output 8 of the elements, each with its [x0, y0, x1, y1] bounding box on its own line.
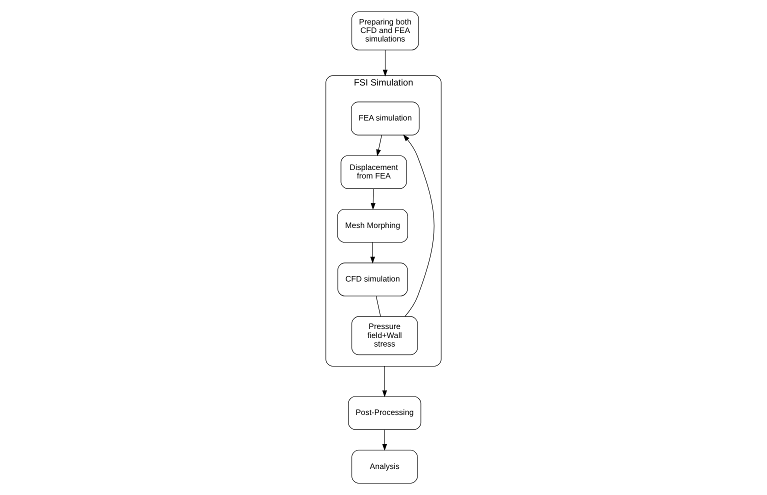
arrow — [403, 134, 434, 317]
arrow — [382, 50, 388, 77]
arrow — [370, 188, 376, 210]
arrow — [382, 366, 388, 398]
arrow — [382, 429, 388, 451]
arrow — [376, 134, 382, 156]
connector — [376, 296, 381, 317]
arrow — [370, 242, 376, 264]
